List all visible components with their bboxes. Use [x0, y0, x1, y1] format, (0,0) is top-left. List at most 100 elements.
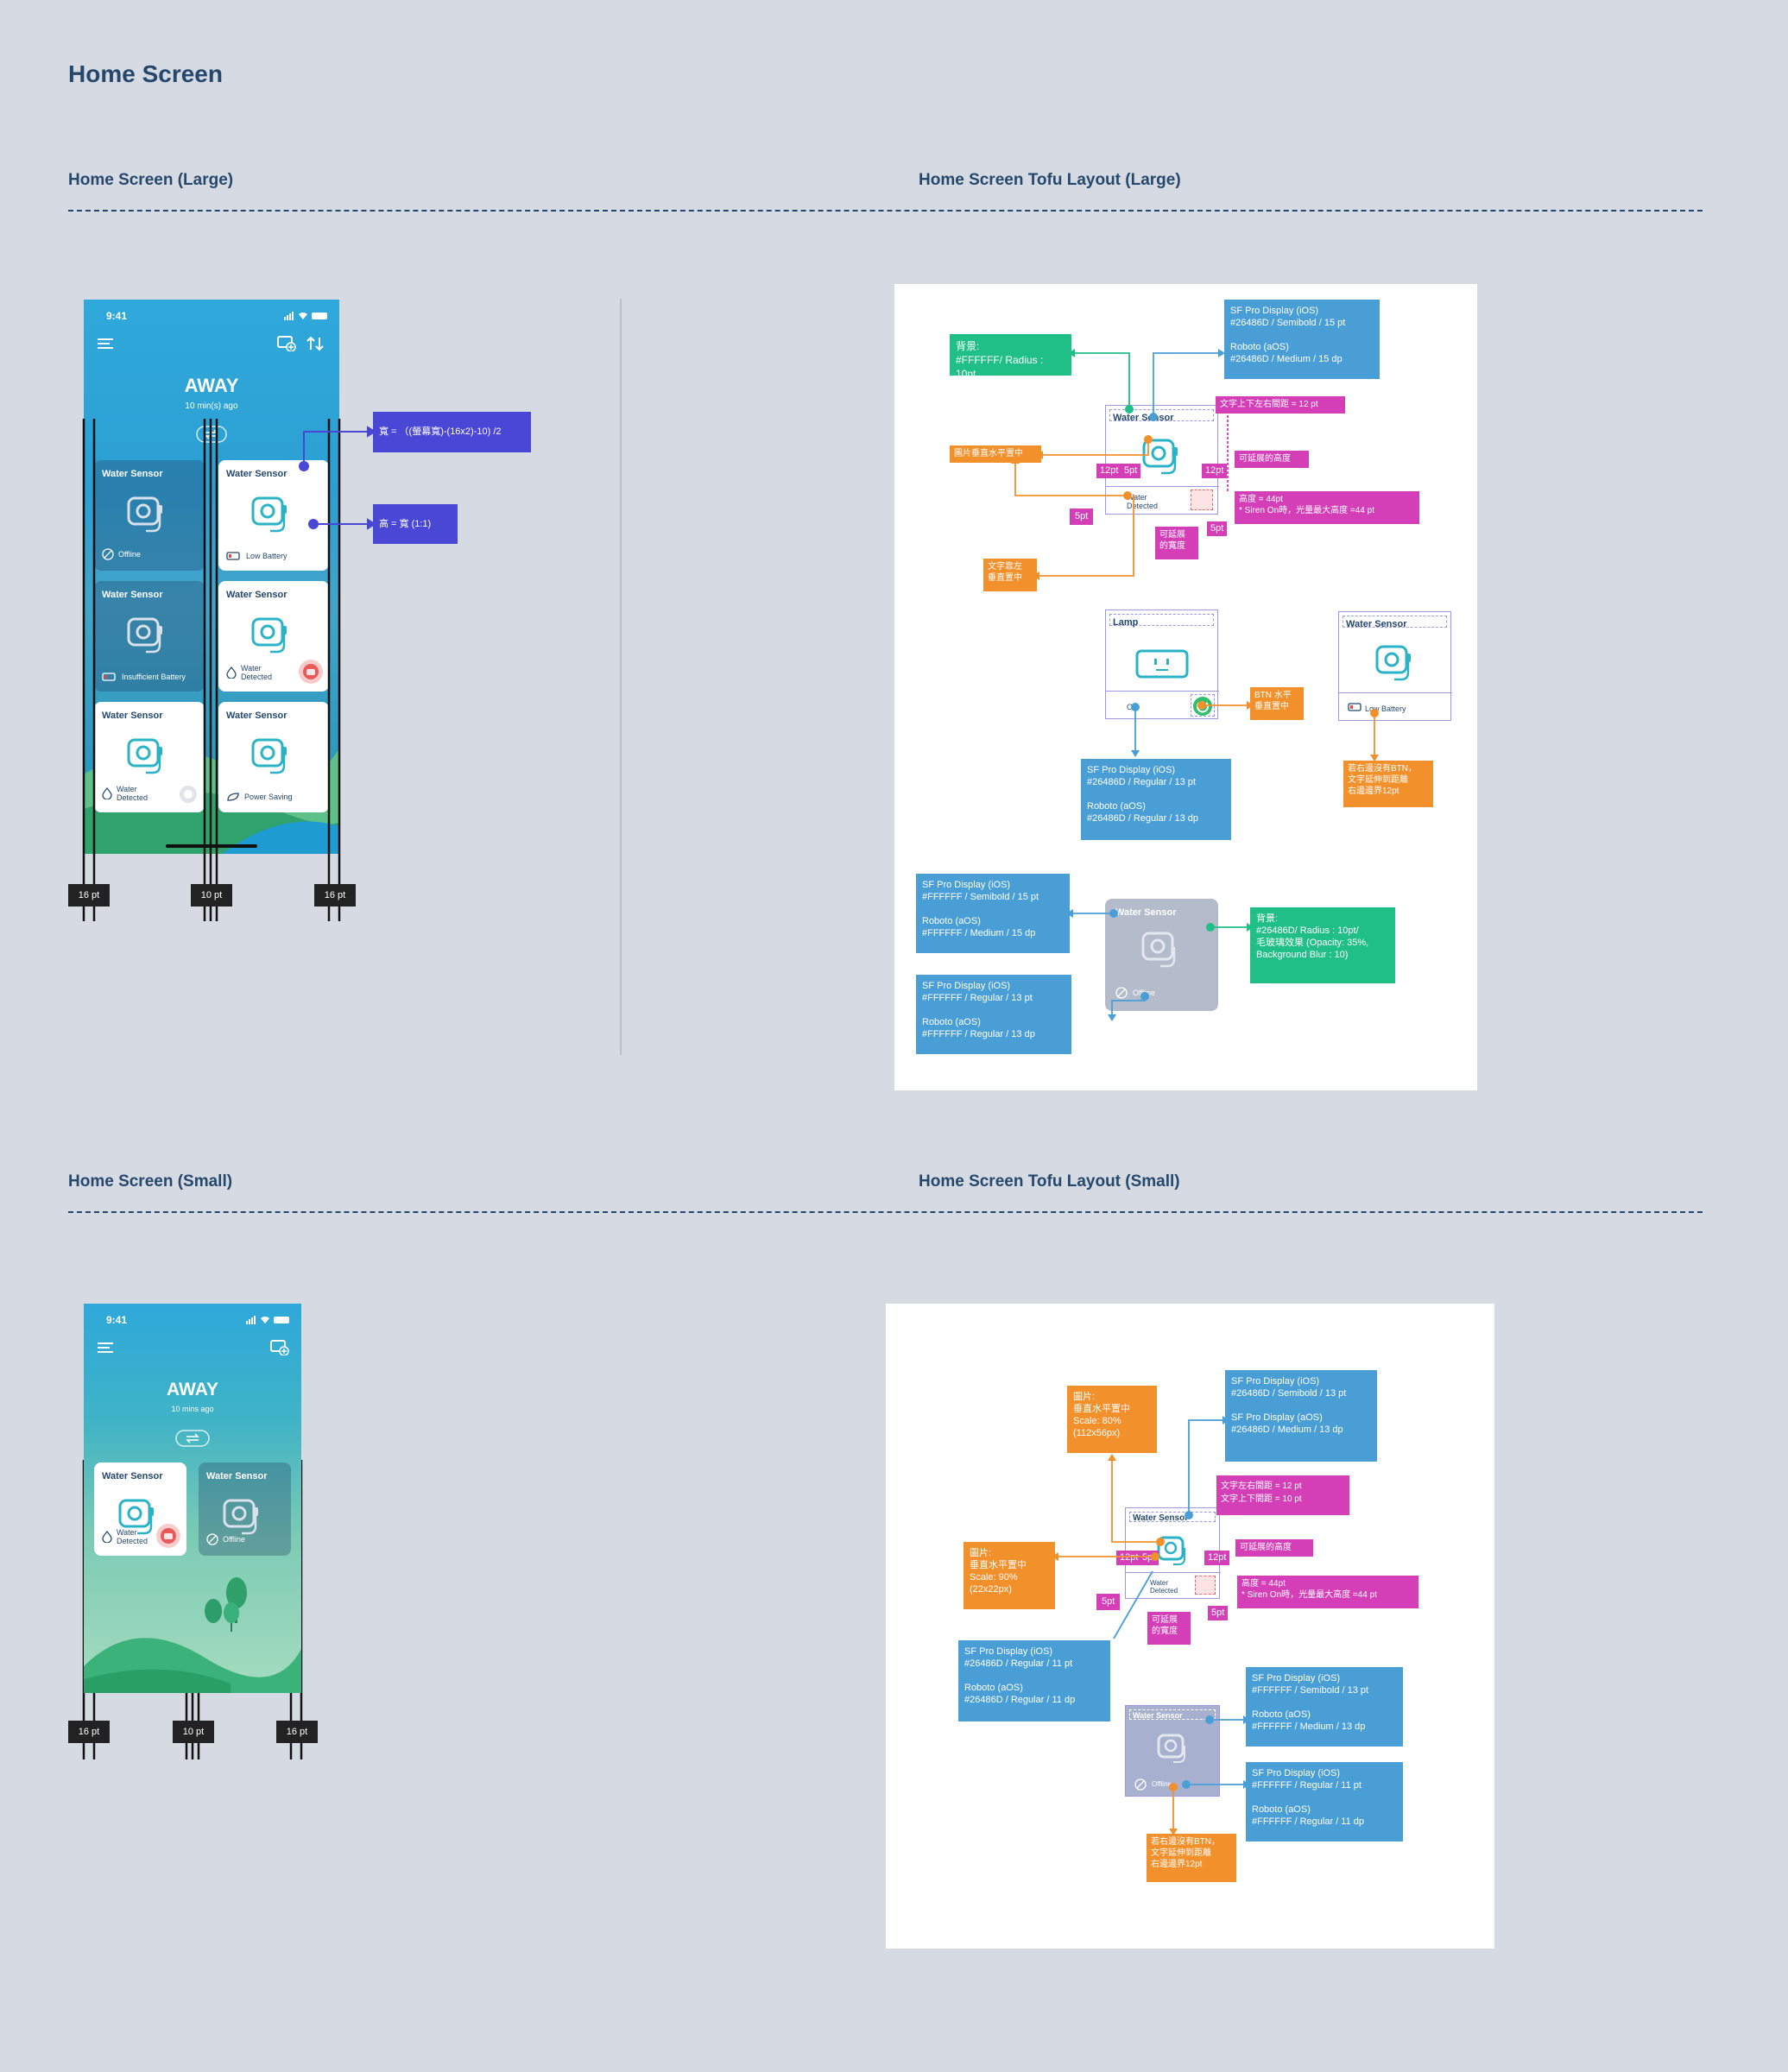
- water-sensor-icon: [118, 1499, 154, 1535]
- ann-dim-background: 背景: #26486D/ Radius : 10pt/ 毛玻璃效果 (Opaci…: [1250, 907, 1395, 983]
- water-drop-icon: [102, 1531, 112, 1543]
- tag-5pt: 5pt: [1096, 1594, 1121, 1610]
- water-drop-icon: [226, 666, 237, 679]
- spacing-label-outer: 16 pt: [68, 884, 110, 906]
- ann-image-top: 圖片: 垂直水平置中 Scale: 80% (112x56px): [1067, 1386, 1157, 1453]
- tag-12pt: 12pt: [1116, 1551, 1142, 1565]
- device-card-status: Offline: [102, 548, 141, 560]
- ann-ext-height: 可延展的高度: [1235, 1539, 1313, 1557]
- section-title-tofu-large: Home Screen Tofu Layout (Large): [919, 171, 1181, 189]
- device-card-title: Water Sensor: [102, 1471, 163, 1481]
- tag-5pt: 5pt: [1070, 509, 1094, 525]
- ann-title-font: SF Pro Display (iOS) #26486D / Semibold …: [1224, 300, 1380, 379]
- mode-timestamp: 10 mins ago: [171, 1405, 214, 1413]
- tag-12pt: 12pt: [1204, 1551, 1230, 1565]
- device-card-status: Water Detected: [102, 1528, 148, 1545]
- ann-padding: 文字上下左右間距 = 12 pt: [1216, 396, 1345, 414]
- water-sensor-icon: [251, 496, 287, 533]
- ann-no-button: 若右邊沒有BTN， 文字延伸到距離 右邊邊界12pt: [1343, 761, 1433, 807]
- device-card-status: Water Detected: [102, 785, 148, 802]
- spacing-label-outer: 16 pt: [314, 884, 356, 906]
- device-card-status: Insufficient Battery: [102, 672, 186, 681]
- ann-no-button: 若右邊沒有BTN， 文字延伸到距離 右邊邊界12pt: [1147, 1834, 1236, 1882]
- ann-padding: 文字左右間距 = 12 pt 文字上下間距 = 10 pt: [1216, 1475, 1349, 1515]
- home-indicator: [166, 844, 257, 848]
- status-icons: [246, 1316, 289, 1324]
- section-title-small: Home Screen (Small): [68, 1172, 233, 1191]
- ann-title-font: SF Pro Display (iOS) #26486D / Semibold …: [1225, 1370, 1377, 1462]
- ann-text-left: 文字靠左 垂直置中: [983, 559, 1037, 591]
- water-sensor-icon: [223, 1499, 258, 1535]
- ann-height: 高度 = 44pt * Siren On時，光量最大高度 =44 pt: [1237, 1576, 1418, 1608]
- ann-dim-title-font: SF Pro Display (iOS) #FFFFFF / Semibold …: [916, 874, 1070, 953]
- tag-5pt: 5pt: [1139, 1551, 1159, 1565]
- menu-icon[interactable]: [98, 1342, 115, 1354]
- siren-icon: [1191, 490, 1213, 510]
- ann-image-center: 圖片垂直水平置中: [950, 445, 1041, 463]
- tag-5pt: 5pt: [1208, 1606, 1229, 1620]
- tag-5pt: 5pt: [1207, 521, 1228, 536]
- status-icons: [284, 312, 327, 320]
- ann-status-font: SF Pro Display (iOS) #26486D / Regular /…: [1081, 759, 1231, 840]
- power-saving-icon: [227, 793, 239, 801]
- page-title: Home Screen: [68, 60, 223, 87]
- water-sensor-icon: [127, 738, 162, 774]
- device-card-status: Low Battery: [226, 551, 287, 560]
- offline-icon: [102, 548, 114, 560]
- offline-icon: [1134, 1778, 1147, 1791]
- ann-ext-width: 可延展 的寬度: [1155, 527, 1198, 559]
- ann-background: 背景: #FFFFFF/ Radius : 10pt: [950, 334, 1071, 376]
- ann-ext-height: 可延展的高度: [1235, 451, 1309, 468]
- sort-icon[interactable]: [306, 336, 325, 351]
- water-sensor-icon: [251, 738, 287, 774]
- width-formula: 寬 = （(螢幕寬)-(16x2)-10) /2: [373, 412, 531, 452]
- device-card-title: Water Sensor: [226, 711, 287, 721]
- tag-5pt: 5pt: [1121, 464, 1141, 478]
- water-sensor-icon: [1141, 932, 1176, 968]
- spacing-label-gap: 10 pt: [191, 884, 232, 906]
- ann-height: 高度 = 44pt * Siren On時，光量最大高度 =44 pt: [1235, 491, 1419, 524]
- add-device-icon[interactable]: [277, 336, 296, 351]
- ann-image-left: 圖片: 垂直水平置中 Scale: 90% (22x22px): [963, 1542, 1055, 1609]
- siren-icon[interactable]: [298, 659, 324, 685]
- mode-label: AWAY: [184, 375, 239, 396]
- device-card-title: Water Sensor: [102, 469, 163, 479]
- tofu-small-card-offline: Water Sensor Offline: [1125, 1705, 1220, 1797]
- switch-mode-icon[interactable]: [196, 426, 227, 443]
- device-card-status: Power Saving: [226, 792, 293, 802]
- mode-label: AWAY: [167, 1380, 218, 1399]
- water-sensor-icon: [1375, 645, 1411, 681]
- column-divider: [620, 299, 622, 1055]
- switch-mode-icon[interactable]: [175, 1430, 210, 1447]
- ann-dim-status-font: SF Pro Display (iOS) #FFFFFF / Regular /…: [916, 975, 1071, 1054]
- section-divider: [68, 1211, 1703, 1213]
- offline-icon: [1115, 987, 1128, 999]
- siren-off-icon[interactable]: [179, 785, 198, 804]
- status-time: 9:41: [106, 310, 128, 322]
- power-button-icon[interactable]: [1192, 696, 1213, 717]
- device-card-title: Water Sensor: [226, 469, 287, 479]
- tofu-panel-large: Water Sensor Water Detected Lamp On Wate…: [894, 284, 1477, 1090]
- status-time: 9:41: [106, 1314, 128, 1326]
- add-device-icon[interactable]: [270, 1340, 289, 1355]
- spacing-label-gap: 10 pt: [173, 1721, 214, 1743]
- menu-icon[interactable]: [98, 338, 115, 350]
- siren-icon[interactable]: [155, 1523, 181, 1549]
- device-card-status: Offline: [206, 1533, 245, 1545]
- mode-timestamp: 10 min(s) ago: [185, 401, 238, 411]
- battery-icon: [226, 552, 240, 560]
- water-sensor-icon: [1142, 439, 1178, 475]
- tofu-card-offline: Water Sensor Offline: [1105, 899, 1218, 1011]
- water-sensor-icon: [1157, 1734, 1185, 1763]
- lamp-plug-icon: [1135, 649, 1189, 679]
